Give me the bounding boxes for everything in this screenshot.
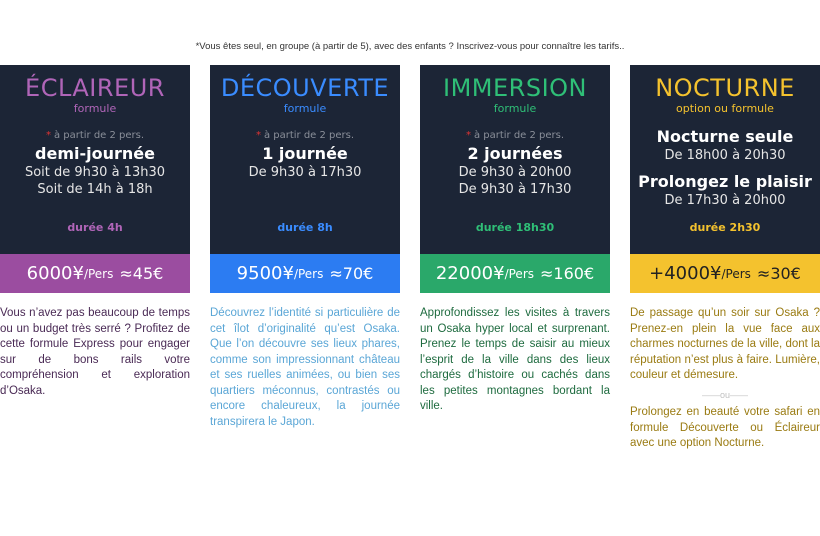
option-title: Nocturne seule xyxy=(656,127,794,146)
card-duration: durée 2h30 xyxy=(689,221,761,234)
min-persons: *à partir de 2 pers. xyxy=(255,130,355,141)
price-per-person: /Pers xyxy=(293,266,324,281)
price-eur: ≈30€ xyxy=(756,264,801,283)
card-subtitle: formule xyxy=(283,102,327,115)
price-eur: ≈160€ xyxy=(540,264,595,283)
card-subtitle: option ou formule xyxy=(676,102,774,115)
card-duration: durée 18h30 xyxy=(475,221,555,234)
card-title: NOCTURNE xyxy=(655,74,795,102)
card-decouverte: DÉCOUVERTE formule *à partir de 2 pers. … xyxy=(210,65,400,254)
schedule-line: De 18h00 à 20h30 xyxy=(664,148,786,163)
description-nocturne: De passage qu’un soir sur Osaka ? Prenez… xyxy=(630,306,820,452)
card-duration: durée 8h xyxy=(277,221,333,234)
option-title: Prolongez le plaisir xyxy=(638,172,812,191)
card-title: DÉCOUVERTE xyxy=(220,74,390,102)
card-eclaireur: ÉCLAIREUR formule *à partir de 2 pers. d… xyxy=(0,65,190,254)
price-bar-nocturne: +4000¥/Pers ≈30€ xyxy=(630,254,820,293)
card-subtitle: formule xyxy=(73,102,117,115)
schedule-line: Soit de 9h30 à 13h30 xyxy=(24,165,166,180)
card-nocturne: NOCTURNE option ou formule Nocturne seul… xyxy=(630,65,820,254)
pricing-note: *Vous êtes seul, en groupe (à partir de … xyxy=(195,41,625,52)
card-duration: durée 4h xyxy=(67,221,123,234)
schedule-line: De 9h30 à 20h00 xyxy=(458,165,572,180)
price-eur: ≈45€ xyxy=(119,264,164,283)
separator: ——ou—— xyxy=(701,389,748,400)
card-duration-label: 1 journée xyxy=(262,144,348,163)
min-persons: *à partir de 2 pers. xyxy=(45,130,145,141)
card-immersion: IMMERSION formule *à partir de 2 pers. 2… xyxy=(420,65,610,254)
price-yen: 6000¥ xyxy=(26,263,84,284)
schedule-line: De 17h30 à 20h00 xyxy=(664,193,786,208)
description-paragraph: Prolongez en beauté votre safari en form… xyxy=(630,406,820,449)
price-per-person: /Pers xyxy=(504,266,534,281)
card-title: ÉCLAIREUR xyxy=(25,74,165,102)
schedule-line: De 9h30 à 17h30 xyxy=(458,182,572,197)
price-per-person: /Pers xyxy=(721,266,751,281)
price-bar-eclaireur: 6000¥/Pers ≈45€ xyxy=(0,254,190,293)
card-title: IMMERSION xyxy=(443,74,587,102)
price-yen: 9500¥ xyxy=(236,263,294,284)
card-duration-label: 2 journées xyxy=(467,144,563,163)
description-paragraph: De passage qu’un soir sur Osaka ? Prenez… xyxy=(630,307,820,381)
price-yen: 22000¥ xyxy=(435,263,505,284)
description-eclaireur: Vous n’avez pas beaucoup de temps ou un … xyxy=(0,307,190,397)
card-subtitle: formule xyxy=(493,102,537,115)
description-decouverte: Découvrez l’identité si particulière de … xyxy=(210,307,400,428)
card-duration-label: demi-journée xyxy=(35,144,155,163)
price-bar-immersion: 22000¥/Pers ≈160€ xyxy=(420,254,610,293)
price-yen: +4000¥ xyxy=(649,263,722,284)
price-bar-decouverte: 9500¥/Pers ≈70€ xyxy=(210,254,400,293)
price-eur: ≈70€ xyxy=(329,264,374,283)
price-per-person: /Pers xyxy=(83,266,114,281)
schedule-line: Soit de 14h à 18h xyxy=(37,182,153,197)
description-immersion: Approfondissez les visites à travers un … xyxy=(420,307,610,412)
min-persons: *à partir de 2 pers. xyxy=(465,130,565,141)
schedule-line: De 9h30 à 17h30 xyxy=(248,165,362,180)
